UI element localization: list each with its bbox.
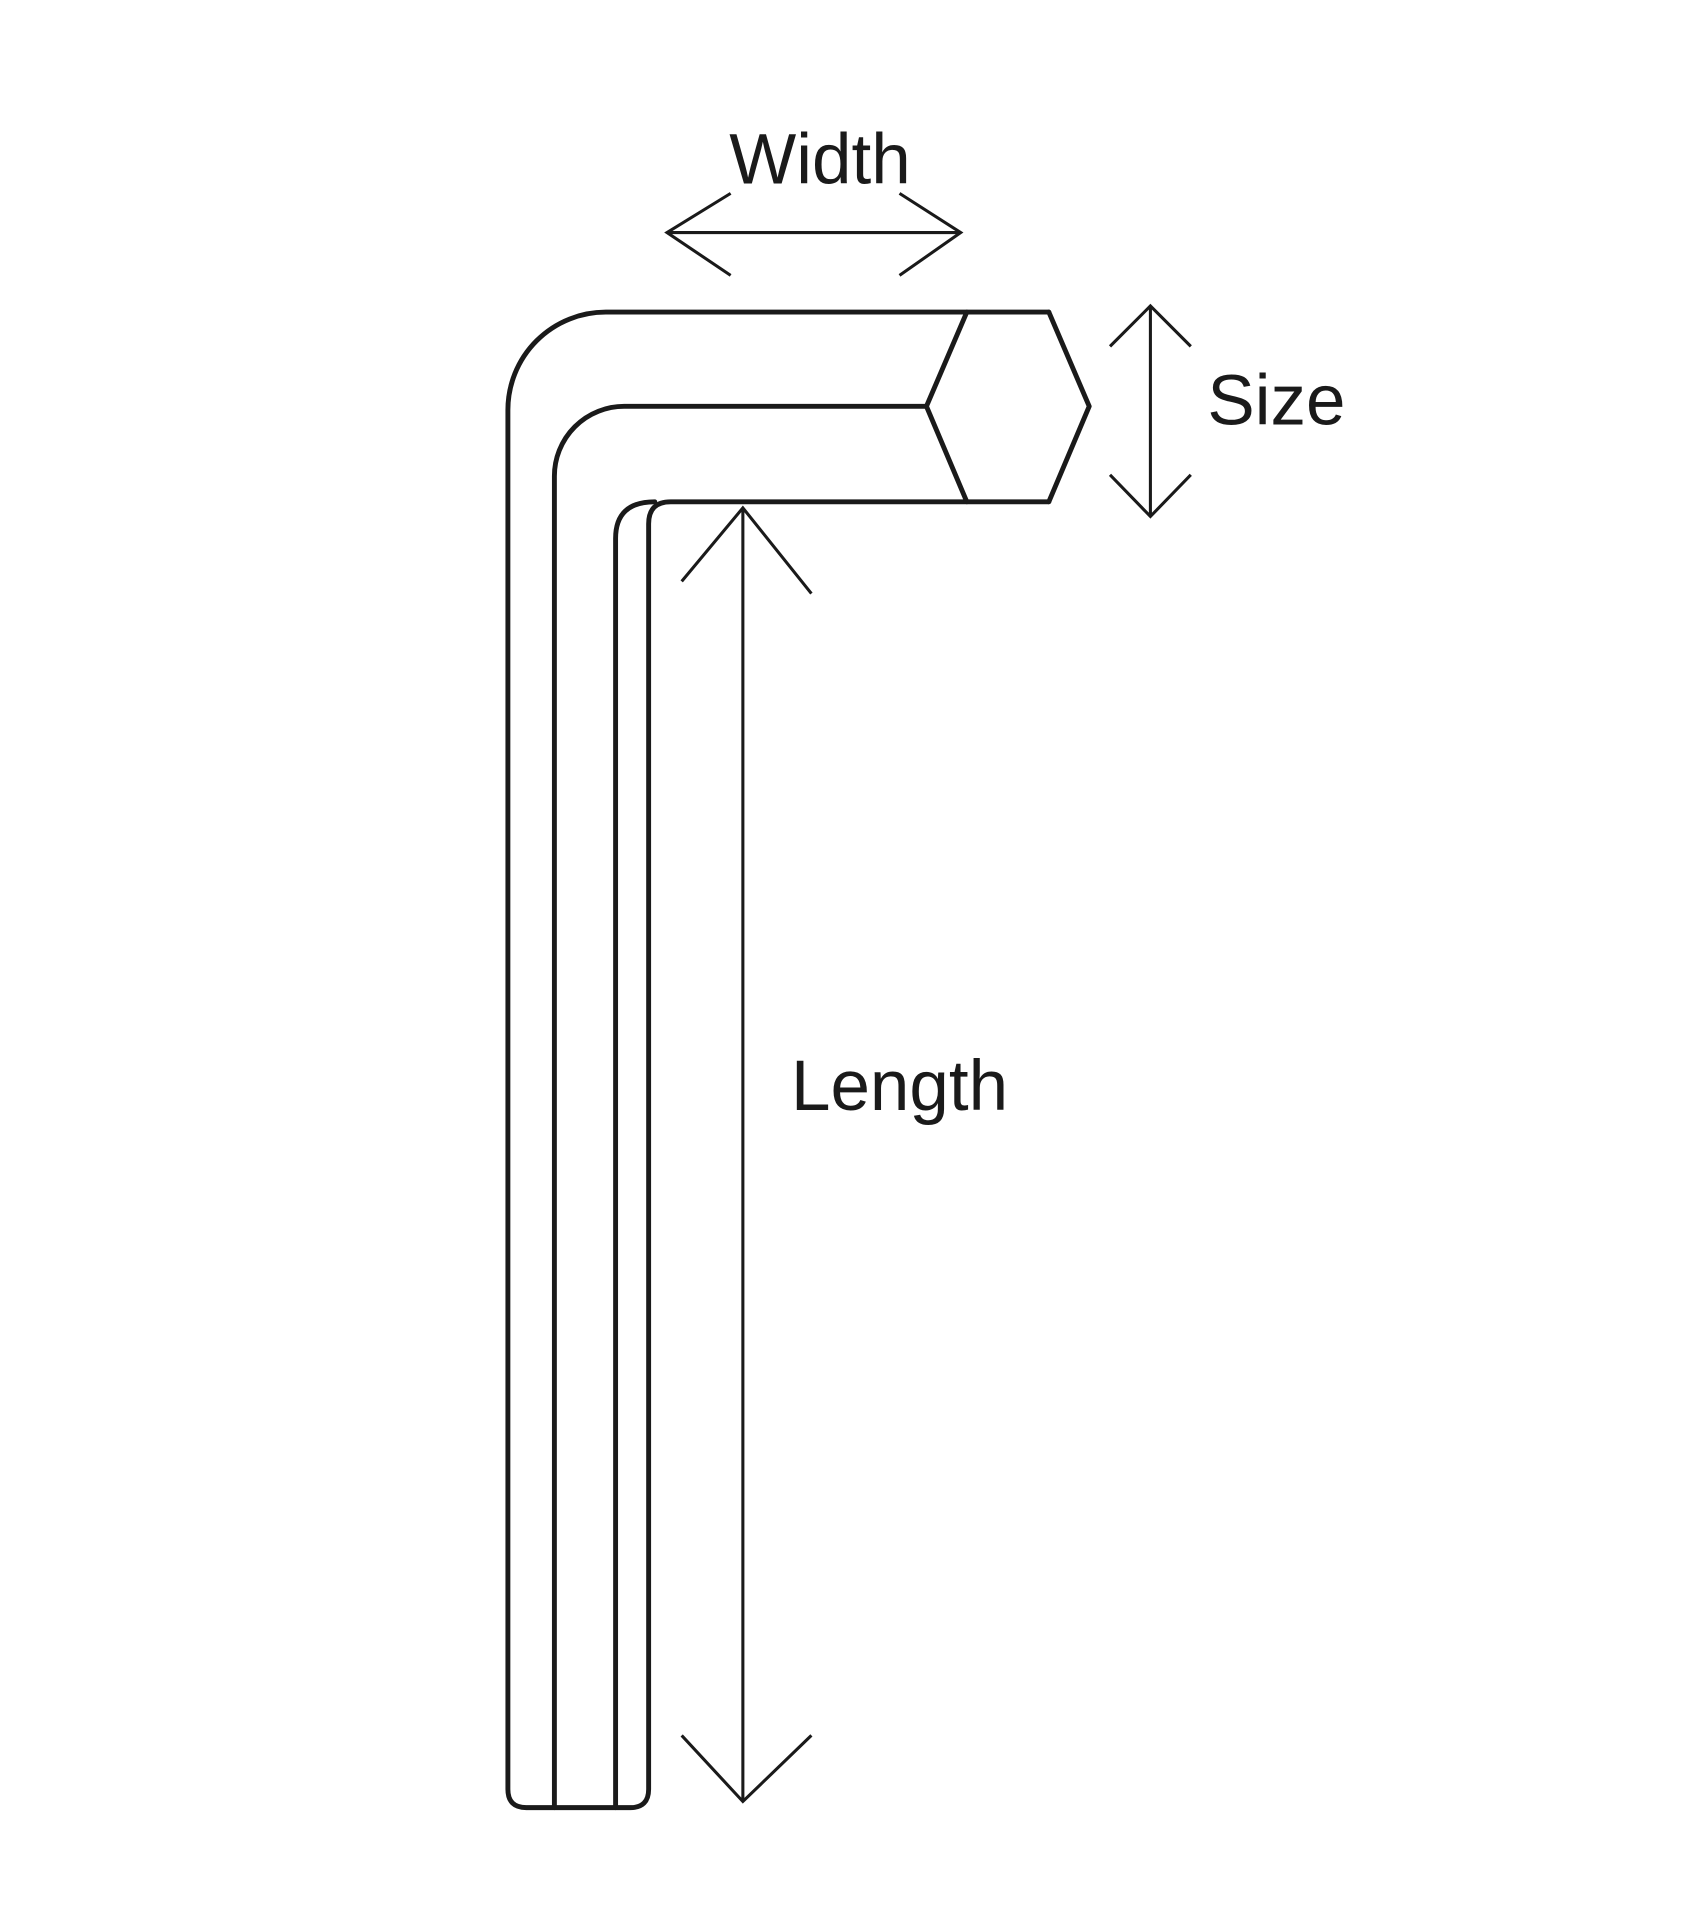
hex-key-outer-edge [505, 309, 1052, 1811]
size-label: Size [1207, 362, 1345, 441]
length-dimension-arrow [680, 505, 813, 1804]
hex-key-hex-end [923, 309, 1092, 505]
width-label: Width [729, 121, 910, 200]
hex-key-middle-edge [551, 403, 929, 1811]
width-dimension-arrow [664, 192, 964, 277]
length-label: Length [791, 1047, 1008, 1126]
size-dimension-arrow [1108, 303, 1192, 519]
hex-key-inner-edge [613, 499, 658, 1811]
hex-key-drawing [505, 309, 1092, 1811]
